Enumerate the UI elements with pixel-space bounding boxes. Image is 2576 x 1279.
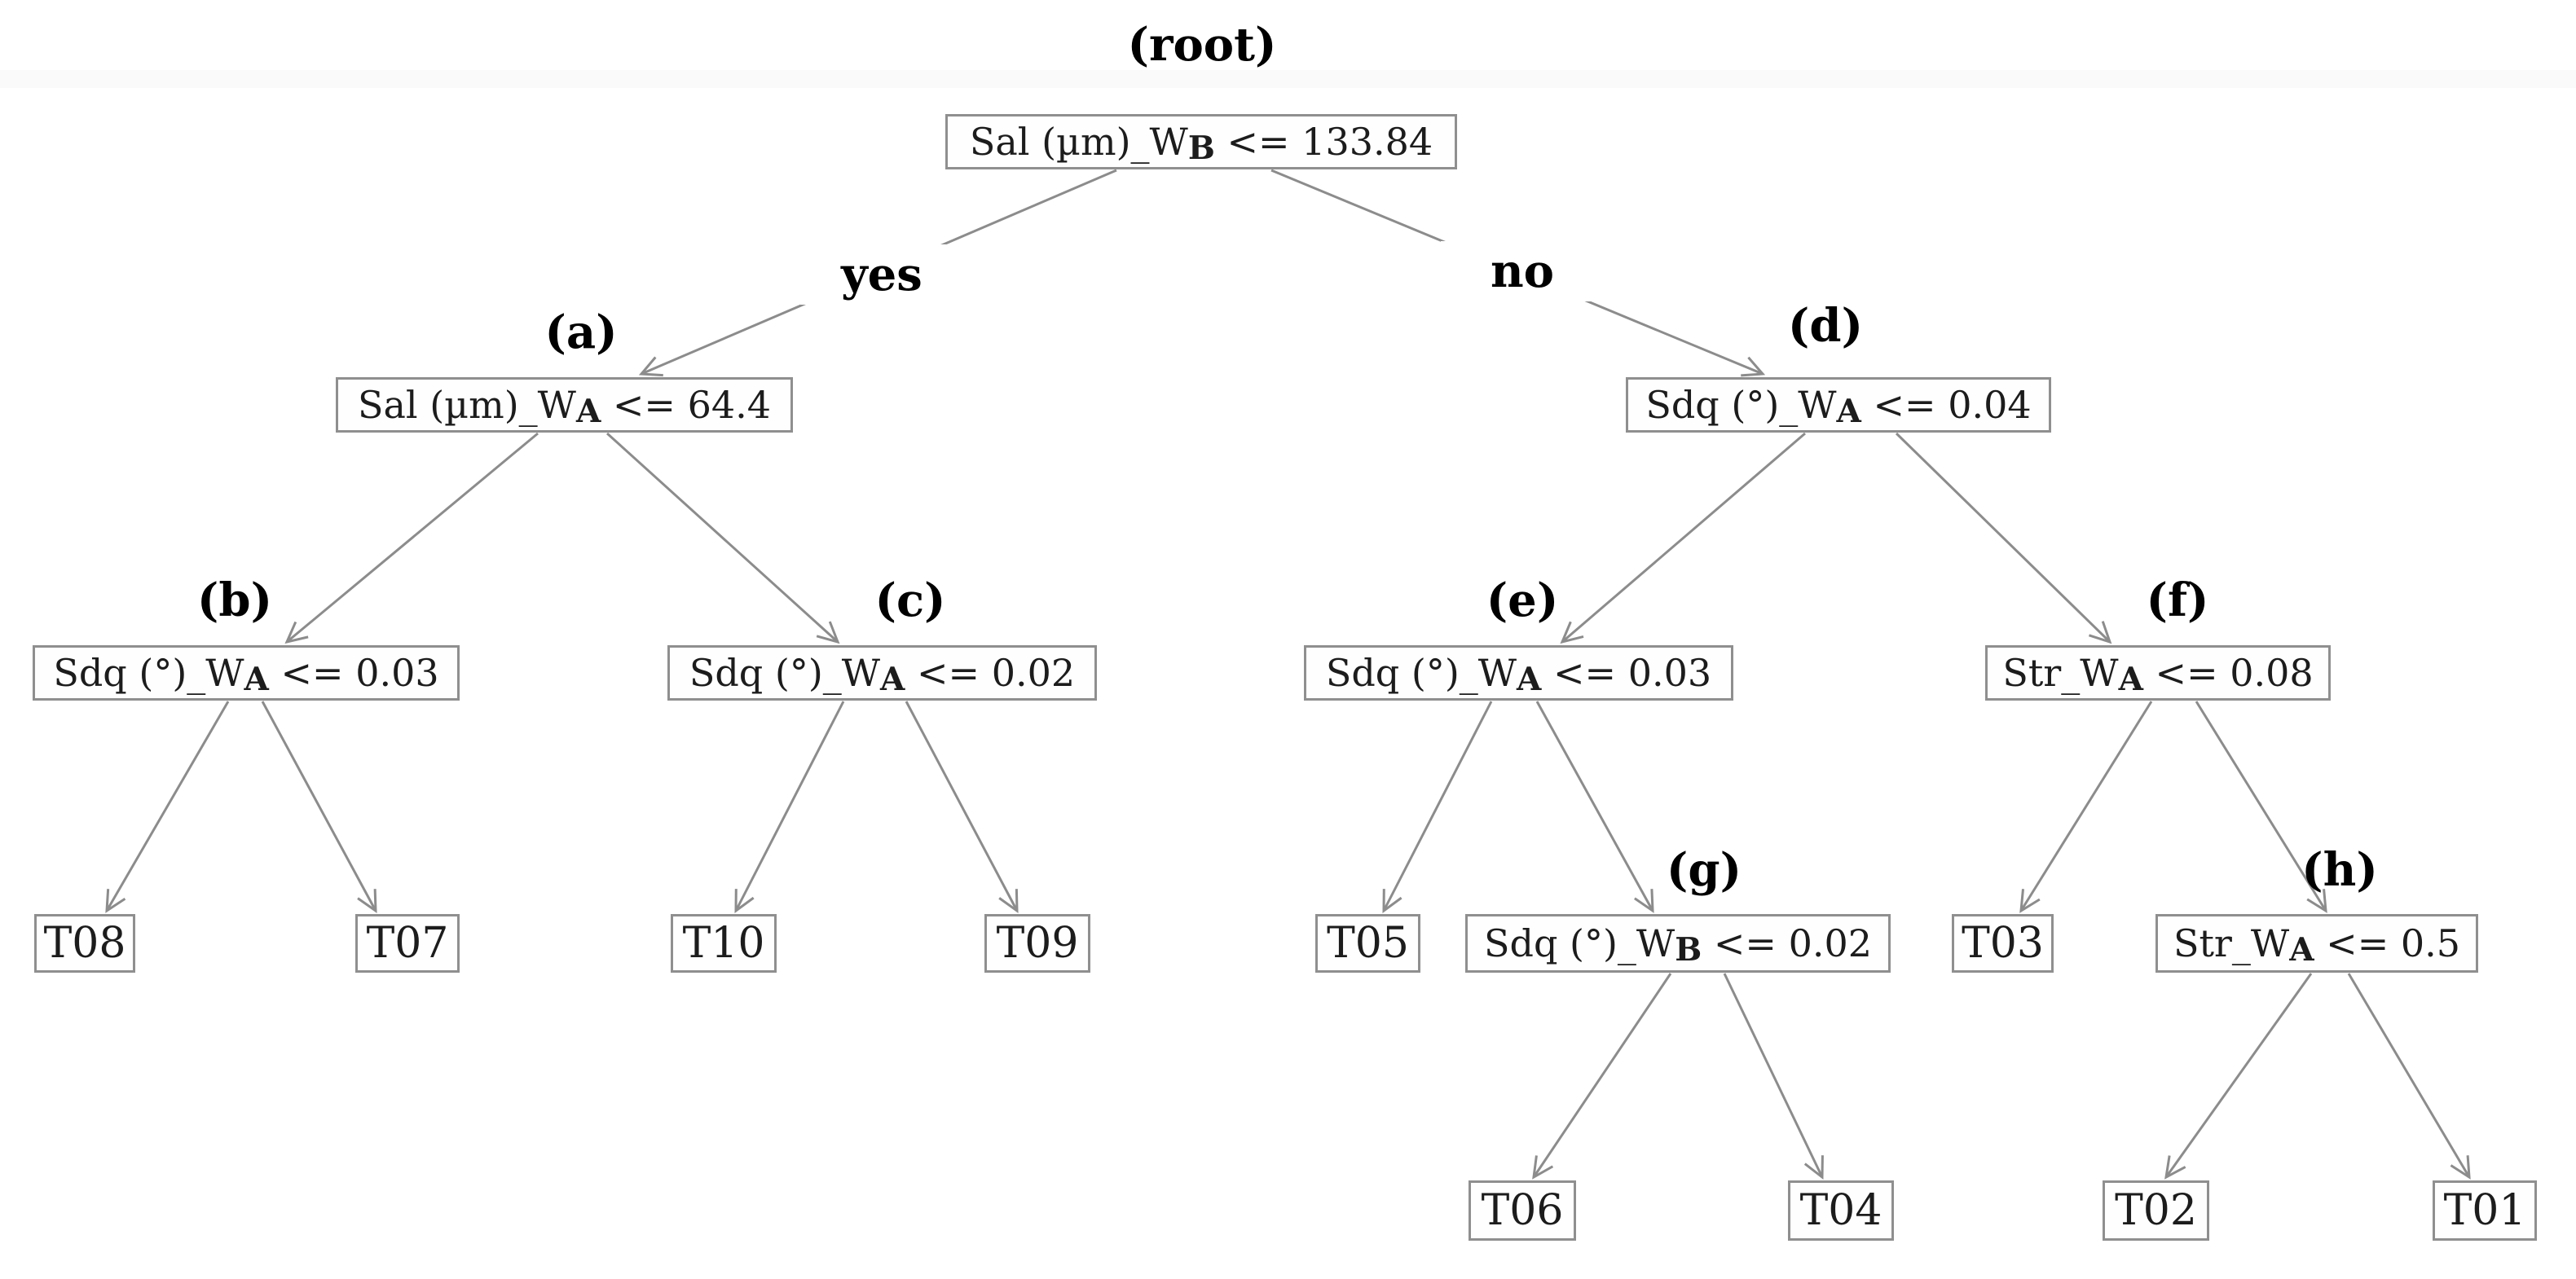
edge-g-t04 <box>1723 973 1824 1180</box>
edge-a-b <box>284 432 539 644</box>
condition-pre: Sdq (°)_W <box>53 651 244 695</box>
condition-post: <= 0.02 <box>1702 921 1872 965</box>
edge-g-t06 <box>1532 973 1672 1180</box>
condition-post: <= 0.5 <box>2314 921 2461 965</box>
condition-text: Sdq (°)_WA <= 0.03 <box>53 651 439 699</box>
leaf-t06: T06 <box>1469 1180 1576 1241</box>
condition-text: Sdq (°)_WA <= 0.02 <box>689 651 1076 699</box>
node-d-label: (d) <box>1787 299 1864 353</box>
condition-pre: Str_W <box>2002 651 2119 695</box>
condition-subscript: B <box>1675 931 1702 969</box>
node-b: Sdq (°)_WA <= 0.03 <box>33 645 460 701</box>
condition-text: Str_WA <= 0.5 <box>2173 921 2461 969</box>
leaf-t03: T03 <box>1952 914 2054 973</box>
edge-a-c <box>605 432 840 644</box>
node-e-label: (e) <box>1486 574 1559 627</box>
condition-post: <= 0.08 <box>2142 651 2314 695</box>
condition-subscript: A <box>1836 393 1861 431</box>
edge-b-t07 <box>261 701 377 913</box>
condition-text: Str_WA <= 0.08 <box>2002 651 2314 699</box>
condition-subscript: A <box>575 393 601 431</box>
node-b-label: (b) <box>196 574 273 627</box>
leaf-t09: T09 <box>984 914 1090 973</box>
leaf-t01: T01 <box>2433 1180 2537 1241</box>
condition-text: Sdq (°)_WA <= 0.03 <box>1325 651 1712 699</box>
condition-pre: Sdq (°)_W <box>1325 651 1517 695</box>
condition-subscript: B <box>1187 130 1215 168</box>
condition-text: Sdq (°)_WB <= 0.02 <box>1484 921 1872 969</box>
edge-label-yes: yes <box>800 244 963 305</box>
edge-f-h <box>2195 701 2327 913</box>
background-band <box>0 70 2576 88</box>
condition-pre: Sal (µm)_W <box>357 383 576 427</box>
edge-e-g <box>1535 701 1654 913</box>
condition-text: Sal (µm)_WB <= 133.84 <box>969 120 1433 168</box>
condition-pre: Sdq (°)_W <box>1645 383 1837 427</box>
node-c: Sdq (°)_WA <= 0.02 <box>667 645 1097 701</box>
condition-subscript: A <box>2118 661 2143 699</box>
node-f: Str_WA <= 0.08 <box>1985 645 2331 701</box>
leaf-t05: T05 <box>1315 914 1420 973</box>
edge-c-t10 <box>734 701 845 913</box>
condition-post: <= 0.03 <box>1541 651 1712 695</box>
edge-e-t05 <box>1382 701 1493 913</box>
node-root: Sal (µm)_WB <= 133.84 <box>945 114 1457 169</box>
edge-f-t03 <box>2019 701 2153 913</box>
leaf-t08: T08 <box>34 914 135 973</box>
node-a-label: (a) <box>544 305 618 359</box>
condition-subscript: A <box>244 661 269 699</box>
condition-subscript: A <box>2289 931 2314 969</box>
edge-d-f <box>1895 432 2112 644</box>
condition-subscript: A <box>1517 661 1542 699</box>
condition-post: <= 133.84 <box>1214 120 1433 164</box>
edge-c-t09 <box>905 701 1019 913</box>
condition-pre: Sdq (°)_W <box>1484 921 1676 965</box>
edge-h-t02 <box>2164 973 2313 1180</box>
condition-post: <= 0.02 <box>905 651 1076 695</box>
condition-subscript: A <box>880 661 905 699</box>
node-c-label: (c) <box>874 574 946 627</box>
condition-text: Sdq (°)_WA <= 0.04 <box>1645 383 2032 431</box>
node-g-label: (g) <box>1666 843 1742 897</box>
leaf-t10: T10 <box>671 914 777 973</box>
node-h: Str_WA <= 0.5 <box>2155 914 2478 973</box>
condition-text: Sal (µm)_WA <= 64.4 <box>357 383 772 431</box>
leaf-t04: T04 <box>1788 1180 1894 1241</box>
leaf-t07: T07 <box>355 914 460 973</box>
condition-pre: Sdq (°)_W <box>689 651 881 695</box>
node-root-label: (root) <box>1127 18 1277 72</box>
leaf-t02: T02 <box>2103 1180 2209 1241</box>
node-h-label: (h) <box>2301 843 2378 897</box>
edge-label-no: no <box>1441 241 1604 301</box>
node-a: Sal (µm)_WA <= 64.4 <box>336 377 793 433</box>
node-g: Sdq (°)_WB <= 0.02 <box>1465 914 1891 973</box>
condition-post: <= 0.04 <box>1860 383 2032 427</box>
edge-b-t08 <box>105 701 230 913</box>
node-f-label: (f) <box>2146 574 2209 627</box>
node-e: Sdq (°)_WA <= 0.03 <box>1304 645 1733 701</box>
condition-post: <= 0.03 <box>268 651 439 695</box>
condition-pre: Sal (µm)_W <box>969 120 1188 164</box>
condition-pre: Str_W <box>2173 921 2290 965</box>
edge-h-t01 <box>2347 973 2471 1180</box>
node-d: Sdq (°)_WA <= 0.04 <box>1626 377 2051 433</box>
condition-post: <= 64.4 <box>601 383 772 427</box>
edge-d-e <box>1560 432 1806 644</box>
